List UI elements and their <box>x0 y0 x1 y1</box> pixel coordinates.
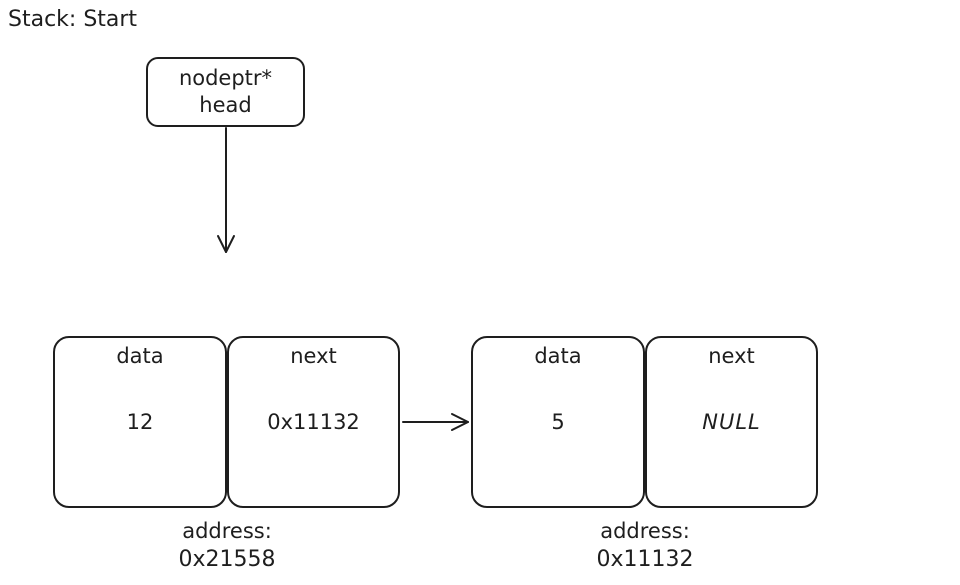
diagram-title: Stack: Start <box>8 7 138 32</box>
head-pointer-box: nodeptr* head <box>146 57 305 127</box>
node-1-next-value: 0x11132 <box>267 410 360 434</box>
node-1-address-label: address: <box>182 519 272 543</box>
node-2-data-label: data <box>534 344 582 368</box>
node-1-data-label: data <box>116 344 164 368</box>
node-2-next-label: next <box>708 344 755 368</box>
node-2-address-value: 0x11132 <box>596 547 694 572</box>
pointer-type-label: nodeptr* <box>178 66 273 90</box>
node-1-next-cell: next 0x11132 <box>227 336 400 508</box>
head-to-node-arrowhead <box>217 235 235 253</box>
pointer-name-label: head <box>199 93 252 117</box>
node-1-data-value: 12 <box>126 410 154 434</box>
node-2-next-cell: next NULL <box>645 336 818 508</box>
node-link-arrowhead <box>451 413 469 431</box>
node-2-data-cell: data 5 <box>471 336 645 508</box>
node-1-address-value: 0x21558 <box>178 547 276 572</box>
node-1-data-cell: data 12 <box>53 336 227 508</box>
node-2-next-value: NULL <box>702 410 761 434</box>
node-2-address-label: address: <box>600 519 690 543</box>
node-2-data-value: 5 <box>551 410 565 434</box>
node-1-next-label: next <box>290 344 337 368</box>
